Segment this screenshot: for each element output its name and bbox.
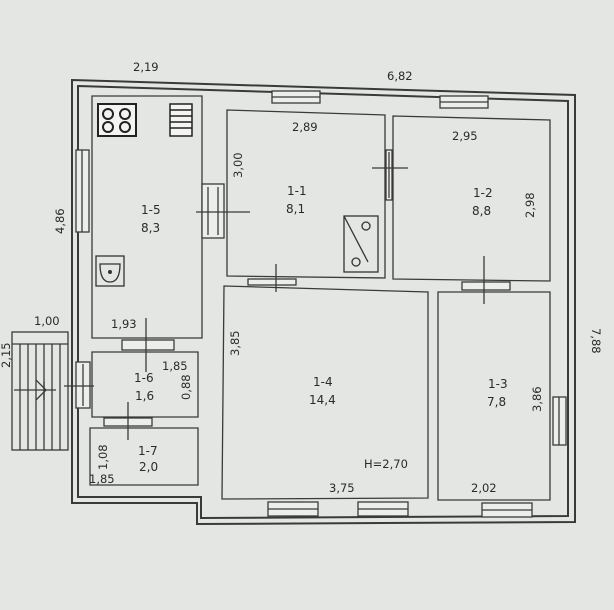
room-1-2-outline xyxy=(392,115,551,282)
dim-r11-width: 2,89 xyxy=(292,120,318,134)
boiler-icon xyxy=(343,215,379,273)
door-1-1-1-4 xyxy=(247,278,297,286)
dim-r11-height: 3,00 xyxy=(231,152,245,178)
room-1-3-area: 7,8 xyxy=(487,395,506,409)
fixtures xyxy=(95,103,379,287)
room-1-2-area: 8,8 xyxy=(472,204,491,218)
room-1-5-id: 1-5 xyxy=(141,203,161,217)
dim-porch-height: 2,15 xyxy=(0,342,13,368)
dimension-labels: 2,19 6,82 4,86 7,88 1,00 2,15 2,89 3,00 … xyxy=(0,60,603,495)
dim-r12-width: 2,95 xyxy=(452,129,478,143)
dim-r13-height: 3,86 xyxy=(530,386,544,412)
room-1-7-outline xyxy=(89,427,199,486)
dim-right-outer: 7,88 xyxy=(589,328,603,354)
stove-icon xyxy=(97,103,137,137)
room-1-4-outline xyxy=(221,285,429,500)
room-1-1-area: 8,1 xyxy=(286,202,305,216)
dim-r17-width: 1,85 xyxy=(89,472,115,486)
room-1-4-area: 14,4 xyxy=(309,393,336,407)
porch-stairs xyxy=(11,331,69,451)
room-1-4-id: 1-4 xyxy=(313,375,333,389)
dim-r16-height: 0,88 xyxy=(179,374,193,400)
dim-r13-width: 2,02 xyxy=(471,481,497,495)
doors xyxy=(64,149,511,440)
dim-porch-width: 1,00 xyxy=(34,314,60,328)
dim-r17-height: 1,08 xyxy=(96,444,110,470)
room-1-7-id: 1-7 xyxy=(138,444,158,458)
dim-left-outer: 4,86 xyxy=(53,208,67,234)
room-1-6-outline xyxy=(91,351,199,418)
dim-r15-width: 1,93 xyxy=(111,317,137,331)
door-1-2-1-3 xyxy=(461,281,511,291)
room-1-6-id: 1-6 xyxy=(134,371,154,385)
room-1-5-area: 8,3 xyxy=(141,221,160,235)
radiator-icon xyxy=(169,103,193,137)
room-1-3-id: 1-3 xyxy=(488,377,508,391)
sink-icon xyxy=(95,255,125,287)
room-1-1-id: 1-1 xyxy=(287,184,307,198)
dim-r14-width: 3,75 xyxy=(329,481,355,495)
dim-r16-width: 1,85 xyxy=(162,359,188,373)
room-1-1-outline xyxy=(226,109,386,279)
ceiling-height-label: H=2,70 xyxy=(364,457,408,471)
door-1-5-1-6 xyxy=(121,339,175,351)
room-outlines xyxy=(89,95,551,501)
room-1-7-area: 2,0 xyxy=(139,460,158,474)
room-1-5-outline xyxy=(91,95,203,339)
room-1-2-id: 1-2 xyxy=(473,186,493,200)
door-1-5-1-1 xyxy=(201,183,225,239)
porch-arrow-icon xyxy=(35,379,47,401)
room-1-3-outline xyxy=(437,291,551,501)
room-1-6-area: 1,6 xyxy=(135,389,154,403)
dim-top-left: 2,19 xyxy=(133,60,159,74)
room-labels: 1-1 8,1 1-2 8,8 1-3 7,8 1-4 14,4 1-5 8,3… xyxy=(134,184,508,474)
outer-walls xyxy=(71,78,576,526)
dim-r14-height: 3,85 xyxy=(228,330,242,356)
windows xyxy=(75,90,567,518)
dim-r12-height: 2,98 xyxy=(523,192,537,218)
dim-top-right: 6,82 xyxy=(387,69,413,83)
